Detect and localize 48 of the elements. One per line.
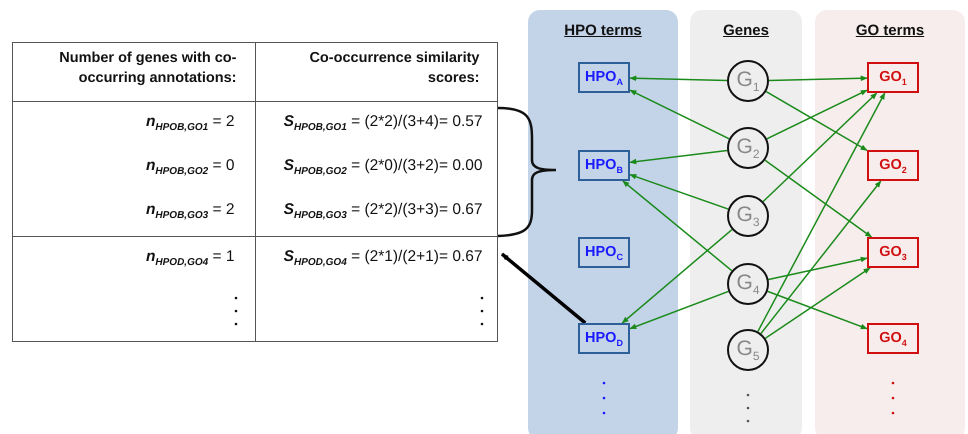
column-header: Co-occurrence similarity scores: <box>308 48 480 88</box>
column-header: Number of genes with co-occurring annotations: <box>58 48 238 88</box>
gene-circle: G$_{4}$ <box>727 263 769 305</box>
arrow <box>500 252 586 324</box>
gene-circle: G$_{1}$ <box>727 60 769 102</box>
arrow <box>629 75 728 82</box>
arrow <box>629 174 728 210</box>
column-panel <box>815 10 965 434</box>
arrow <box>764 160 872 238</box>
term-box: GO$_{3}$ <box>867 237 919 268</box>
term-box: HPO$_{D}$ <box>578 323 630 354</box>
arrow <box>767 290 868 330</box>
formula-cell-text: n$_{HPOB,GO3}$ = 2 <box>144 200 236 223</box>
arrow <box>768 256 868 280</box>
formula-cell-text: n$_{HPOB,GO1}$ = 2 <box>144 112 236 135</box>
formula-cell-text: S$_{HPOB,GO3}$ = (2*2)/(3+3)= 0.67 <box>282 200 484 223</box>
table <box>12 42 498 342</box>
arrow <box>760 180 882 334</box>
formula-cell-text: S$_{HPOB,GO2}$ = (2*0)/(3+2)= 0.00 <box>282 156 484 179</box>
arrow <box>757 92 886 332</box>
arrow <box>766 89 868 140</box>
term-box: HPO$_{C}$ <box>578 237 630 268</box>
term-box: HPO$_{B}$ <box>578 150 630 181</box>
gene-circle: G$_{3}$ <box>727 195 769 237</box>
panel-title: HPO terms <box>563 22 643 39</box>
arrow <box>629 290 729 330</box>
formula-cell-text: S$_{HPOB,GO1}$ = (2*2)/(3+4)= 0.57 <box>282 112 484 135</box>
term-box: HPO$_{A}$ <box>578 62 630 93</box>
formula-cell-text: n$_{HPOD,GO4}$ = 1 <box>144 246 236 270</box>
panel-title: Genes <box>722 22 770 39</box>
column-panel <box>528 10 678 434</box>
term-box: GO$_{2}$ <box>867 150 919 181</box>
arrow <box>762 92 878 202</box>
gene-circle: G$_{2}$ <box>727 127 769 169</box>
arrow <box>629 90 730 140</box>
arrow <box>766 90 868 151</box>
gene-circle: G$_{5}$ <box>727 329 769 371</box>
formula-cell-text: S$_{HPOD,GO4}$ = (2*1)/(2+1)= 0.67 <box>282 246 484 270</box>
term-box: GO$_{4}$ <box>867 323 919 354</box>
arrow <box>765 267 871 339</box>
arrow <box>622 180 732 272</box>
panel-title: GO terms <box>854 22 926 39</box>
term-box: GO$_{1}$ <box>867 62 919 93</box>
formula-cell-text: n$_{HPOB,GO2}$ = 0 <box>144 156 236 179</box>
arrow <box>622 229 732 324</box>
arrow <box>629 150 728 164</box>
column-panel <box>690 10 802 434</box>
arrow <box>768 75 868 82</box>
